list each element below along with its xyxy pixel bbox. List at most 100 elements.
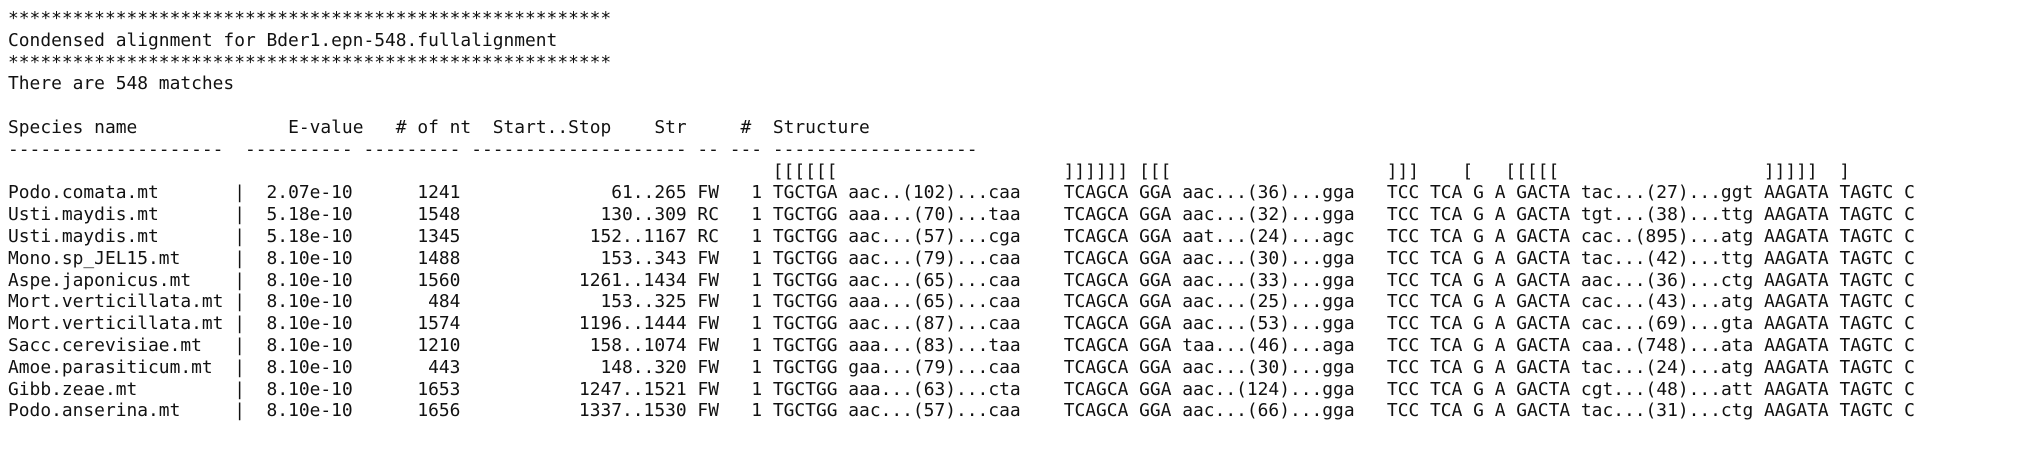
structure-segment: aac...(57)...caa	[848, 400, 1021, 422]
structure-segment: TCC	[1386, 225, 1420, 247]
start-stop: 152..1167	[589, 225, 687, 247]
column-header: Str	[654, 116, 687, 138]
e-value: 5.18e-10	[266, 204, 353, 226]
structure-bracket: [[[[[[	[772, 160, 838, 182]
structure-segment: TCAGCA	[1063, 225, 1129, 247]
column-separator-dashes: -------------------	[772, 138, 978, 160]
start-stop: 153..325	[600, 291, 687, 313]
structure-segment: C	[1904, 356, 1915, 378]
structure-segment: TCAGCA	[1063, 182, 1129, 204]
match-number: 1	[751, 247, 763, 269]
column-divider: |	[234, 204, 245, 226]
structure-segment: TCAGCA	[1063, 334, 1129, 356]
structure-segment: aaa...(83)...taa	[848, 334, 1021, 356]
species-name: Podo.anserina.mt	[8, 400, 181, 422]
structure-segment: TCC	[1386, 204, 1420, 226]
structure-segment: C	[1904, 269, 1915, 291]
structure-segment: aac...(30)...gga	[1182, 356, 1355, 378]
strand: FW	[697, 356, 719, 378]
structure-segment: G	[1473, 269, 1484, 291]
structure-segment: TGCTGG	[772, 269, 838, 291]
start-stop: 1247..1521	[578, 378, 687, 400]
structure-segment: TAGTC	[1839, 400, 1894, 422]
structure-segment: C	[1904, 225, 1915, 247]
structure-segment: C	[1904, 182, 1915, 204]
structure-segment: aac...(32)...gga	[1182, 204, 1355, 226]
structure-segment: TCAGCA	[1063, 291, 1129, 313]
structure-segment: GACTA	[1516, 247, 1571, 269]
structure-segment: C	[1904, 291, 1915, 313]
structure-segment: GGA	[1139, 225, 1172, 247]
match-number: 1	[751, 269, 763, 291]
species-name: Sacc.cerevisiae.mt	[8, 334, 202, 356]
structure-segment: TGCTGG	[772, 225, 838, 247]
structure-segment: GGA	[1139, 356, 1172, 378]
structure-segment: TCAGCA	[1063, 400, 1129, 422]
structure-segment: TCAGCA	[1063, 247, 1129, 269]
structure-segment: TCC	[1386, 269, 1420, 291]
e-value: 8.10e-10	[266, 269, 353, 291]
structure-segment: TGCTGG	[772, 204, 838, 226]
start-stop: 1196..1444	[578, 313, 687, 335]
structure-segment: TCC	[1386, 378, 1420, 400]
match-number: 1	[751, 291, 763, 313]
structure-segment: TAGTC	[1839, 204, 1894, 226]
structure-segment: TAGTC	[1839, 269, 1894, 291]
nt-count: 484	[428, 291, 461, 313]
column-divider: |	[234, 225, 245, 247]
alignment-row: Usti.maydis.mt | 5.18e-10 1548 130..309 …	[8, 204, 2031, 226]
structure-segment: TCA	[1430, 378, 1463, 400]
structure-segment: GGA	[1139, 313, 1172, 335]
structure-segment: TCAGCA	[1063, 269, 1129, 291]
structure-segment: aac...(36)...ctg	[1580, 269, 1754, 291]
nt-count: 1574	[417, 313, 461, 335]
match-number: 1	[751, 225, 763, 247]
structure-segment: GACTA	[1516, 400, 1571, 422]
alignment-row: Mort.verticillata.mt | 8.10e-10 1574 119…	[8, 313, 2031, 335]
structure-segment: TCAGCA	[1063, 378, 1129, 400]
structure-segment: aac...(25)...gga	[1182, 291, 1355, 313]
structure-segment: TAGTC	[1839, 313, 1894, 335]
structure-segment: TGCTGG	[772, 378, 838, 400]
column-separator-dashes: ---------	[363, 138, 461, 160]
structure-segment: TGCTGG	[772, 247, 838, 269]
structure-bracket: [	[1462, 160, 1473, 182]
nt-count: 443	[428, 356, 461, 378]
structure-segment: TCA	[1430, 204, 1463, 226]
start-stop: 1337..1530	[578, 400, 687, 422]
structure-segment: cac..(895)...atg	[1580, 225, 1754, 247]
structure-segment: tac...(42)...ttg	[1580, 247, 1754, 269]
column-separator-dashes: --	[697, 138, 719, 160]
structure-segment: AAGATA	[1764, 204, 1829, 226]
structure-segment: cac...(43)...atg	[1580, 291, 1754, 313]
alignment-row: Mono.sp_JEL15.mt | 8.10e-10 1488 153..34…	[8, 248, 2031, 270]
e-value: 8.10e-10	[266, 334, 353, 356]
match-number: 1	[751, 313, 763, 335]
e-value: 8.10e-10	[266, 291, 353, 313]
column-headers: Species name E-value # of nt Start..Stop…	[8, 117, 2031, 139]
structure-segment: A	[1494, 378, 1506, 400]
structure-segment: G	[1473, 356, 1484, 378]
structure-segment: TAGTC	[1839, 378, 1894, 400]
structure-segment: GACTA	[1516, 334, 1571, 356]
structure-segment: AAGATA	[1764, 269, 1829, 291]
structure-segment: tgt...(38)...ttg	[1580, 204, 1754, 226]
e-value: 2.07e-10	[266, 182, 353, 204]
nt-count: 1488	[417, 247, 461, 269]
column-divider: |	[234, 313, 245, 335]
structure-segment: G	[1473, 313, 1484, 335]
structure-segment: aaa...(65)...caa	[848, 291, 1021, 313]
start-stop: 130..309	[600, 204, 687, 226]
species-name: Aspe.japonicus.mt	[8, 269, 192, 291]
structure-segment: cgt...(48)...att	[1580, 378, 1754, 400]
species-name: Amoe.parasiticum.mt	[8, 356, 213, 378]
match-number: 1	[751, 334, 763, 356]
structure-segment: C	[1904, 313, 1915, 335]
structure-segment: C	[1904, 334, 1915, 356]
structure-segment: A	[1494, 356, 1506, 378]
match-number: 1	[751, 204, 763, 226]
structure-segment: TGCTGG	[772, 334, 838, 356]
structure-segment: AAGATA	[1764, 313, 1829, 335]
column-divider: |	[234, 378, 245, 400]
e-value: 8.10e-10	[266, 378, 353, 400]
